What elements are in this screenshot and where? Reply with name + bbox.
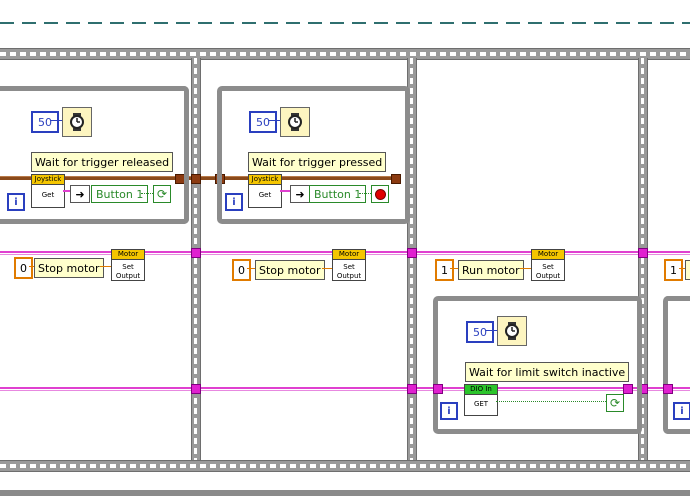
tunnel <box>638 248 648 258</box>
wait-ms-constant[interactable]: 50 <box>249 111 277 133</box>
tunnel <box>191 384 201 394</box>
bottom-rule <box>0 490 690 496</box>
iteration-terminal: i <box>440 402 458 420</box>
vi-header: Joystick <box>32 175 64 185</box>
sequence-divider-2 <box>407 58 417 460</box>
vi-body: Set Output <box>115 263 141 280</box>
wire <box>322 268 332 269</box>
while-loop-2[interactable] <box>217 86 410 224</box>
comment-label <box>685 260 690 280</box>
tunnel <box>433 384 443 394</box>
dio-refnum-wire-shadow <box>0 390 690 391</box>
iteration-terminal: i <box>673 402 690 420</box>
wait-ms-constant[interactable]: 50 <box>466 321 494 343</box>
vi-header: Motor <box>532 250 564 260</box>
top-dashed-rule <box>0 22 690 24</box>
dio-refnum-wire[interactable] <box>0 387 690 389</box>
motor-value-constant[interactable]: 1 <box>435 259 454 281</box>
vi-header: Motor <box>112 250 144 260</box>
tunnel <box>407 248 417 258</box>
joystick-get-vi[interactable]: Joystick Get <box>248 174 282 208</box>
iteration-terminal: i <box>7 193 25 211</box>
wire <box>51 120 63 121</box>
wire <box>269 120 281 121</box>
joystick-get-vi[interactable]: Joystick Get <box>31 174 65 208</box>
unbundle-button1[interactable]: Button 1 <box>91 185 149 203</box>
wire <box>486 330 498 331</box>
vi-body: Get <box>41 191 55 199</box>
comment-label: Wait for limit switch inactive <box>465 362 630 382</box>
comment-label: Run motor <box>458 260 524 280</box>
wire <box>450 268 458 269</box>
wire <box>29 266 34 267</box>
motor-value-constant[interactable]: 0 <box>14 257 33 279</box>
continue-if-true-icon[interactable]: ⟳ <box>606 394 624 412</box>
tunnel <box>191 174 201 184</box>
vi-body: Set Output <box>535 263 561 280</box>
wire <box>520 268 532 269</box>
stopwatch-icon[interactable] <box>62 107 92 137</box>
stopwatch-icon[interactable] <box>497 316 527 346</box>
tunnel <box>663 384 673 394</box>
motor-set-output-vi[interactable]: Motor Set Output <box>111 249 145 281</box>
sequence-bottom-strip <box>0 460 690 472</box>
arrow-right-icon[interactable]: ➜ <box>70 185 90 203</box>
wire <box>679 268 685 269</box>
wire <box>280 190 292 192</box>
vi-header: Joystick <box>249 175 281 185</box>
wire <box>496 401 606 403</box>
motor-value-constant[interactable]: 0 <box>232 259 251 281</box>
sequence-top-strip <box>0 48 690 60</box>
wire <box>359 193 371 195</box>
tunnel <box>623 384 633 394</box>
comment-label: Wait for trigger pressed <box>248 152 387 172</box>
tunnel <box>391 174 401 184</box>
continue-if-true-icon[interactable]: ⟳ <box>153 185 171 203</box>
sequence-divider-3 <box>638 58 648 460</box>
unbundle-button1[interactable]: Button 1 <box>309 185 367 203</box>
vi-header: Motor <box>333 250 365 260</box>
arrow-right-icon[interactable]: ➜ <box>290 185 310 203</box>
wire <box>100 266 112 267</box>
motor-value-constant[interactable]: 1 <box>664 259 683 281</box>
stop-if-true-icon[interactable] <box>371 185 389 203</box>
while-loop-1[interactable] <box>0 86 189 224</box>
comment-label: Wait for trigger released <box>31 152 174 172</box>
tunnel <box>407 384 417 394</box>
wait-ms-constant[interactable]: 50 <box>31 111 59 133</box>
tunnel <box>191 248 201 258</box>
vi-body: Set Output <box>336 263 362 280</box>
motor-set-output-vi[interactable]: Motor Set Output <box>332 249 366 281</box>
iteration-terminal: i <box>225 193 243 211</box>
vi-header: DIO In <box>465 385 497 395</box>
vi-body: Get <box>258 191 272 199</box>
stopwatch-icon[interactable] <box>280 107 310 137</box>
motor-set-output-vi[interactable]: Motor Set Output <box>531 249 565 281</box>
vi-body: GET <box>473 400 489 408</box>
wire <box>247 268 255 269</box>
dio-in-get-vi[interactable]: DIO In GET <box>464 384 498 416</box>
while-loop-3[interactable] <box>433 296 642 434</box>
wire <box>141 193 153 195</box>
comment-label: Stop motor <box>34 258 104 278</box>
sequence-divider-1 <box>191 58 201 460</box>
while-loop-4[interactable] <box>663 296 690 434</box>
comment-label: Stop motor <box>255 260 325 280</box>
